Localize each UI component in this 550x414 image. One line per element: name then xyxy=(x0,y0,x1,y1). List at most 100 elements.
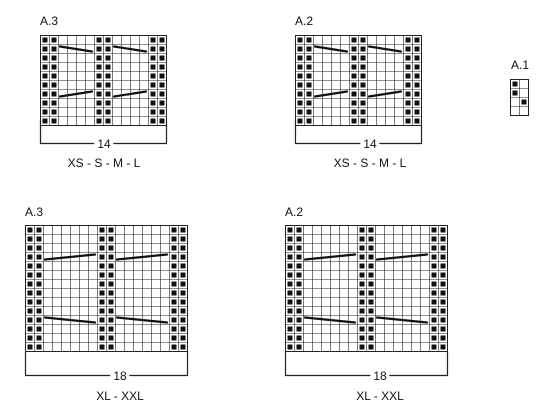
purl-stitch-symbol xyxy=(359,254,365,260)
purl-stitch-symbol xyxy=(180,317,186,323)
purl-stitch-symbol xyxy=(51,118,57,124)
size-range-label-a3-large: XL - XXL xyxy=(93,389,147,403)
purl-stitch-symbol xyxy=(51,64,57,70)
purl-stitch-symbol xyxy=(108,281,114,287)
purl-stitch-symbol xyxy=(359,281,365,287)
purl-stitch-symbol xyxy=(368,335,374,341)
purl-stitch-symbol xyxy=(150,37,156,43)
purl-stitch-symbol xyxy=(180,281,186,287)
purl-stitch-symbol xyxy=(405,37,411,43)
cable-cross-symbol xyxy=(313,90,349,98)
cable-cross-symbol xyxy=(375,253,429,261)
purl-stitch-symbol xyxy=(108,236,114,242)
purl-stitch-symbol xyxy=(105,100,111,106)
purl-stitch-symbol xyxy=(297,82,303,88)
purl-stitch-symbol xyxy=(180,254,186,260)
purl-stitch-symbol xyxy=(405,64,411,70)
purl-stitch-symbol xyxy=(42,91,48,97)
purl-stitch-symbol xyxy=(36,317,42,323)
purl-stitch-symbol xyxy=(359,236,365,242)
purl-stitch-symbol xyxy=(287,308,293,314)
purl-stitch-symbol xyxy=(296,335,302,341)
purl-stitch-symbol xyxy=(99,308,105,314)
purl-stitch-symbol xyxy=(36,326,42,332)
cable-cross-symbol xyxy=(303,253,357,261)
purl-stitch-symbol xyxy=(440,263,446,269)
purl-stitch-symbol xyxy=(368,317,374,323)
purl-stitch-symbol xyxy=(297,64,303,70)
purl-stitch-symbol xyxy=(440,227,446,233)
purl-stitch-symbol xyxy=(99,344,105,350)
purl-stitch-symbol xyxy=(27,344,33,350)
chart-title-a3-small: A.3 xyxy=(40,14,59,28)
purl-stitch-symbol xyxy=(296,245,302,251)
purl-stitch-symbol xyxy=(150,109,156,115)
purl-stitch-symbol xyxy=(512,81,518,87)
purl-stitch-symbol xyxy=(51,82,57,88)
purl-stitch-symbol xyxy=(51,46,57,52)
purl-stitch-symbol xyxy=(36,272,42,278)
purl-stitch-symbol xyxy=(287,344,293,350)
purl-stitch-symbol xyxy=(359,263,365,269)
purl-stitch-symbol xyxy=(306,109,312,115)
cable-cross-symbol xyxy=(303,316,357,324)
purl-stitch-symbol xyxy=(521,99,527,105)
purl-stitch-symbol xyxy=(414,55,420,61)
purl-stitch-symbol xyxy=(306,100,312,106)
purl-stitch-symbol xyxy=(96,109,102,115)
purl-stitch-symbol xyxy=(99,326,105,332)
purl-stitch-symbol xyxy=(287,281,293,287)
purl-stitch-symbol xyxy=(42,64,48,70)
purl-stitch-symbol xyxy=(296,281,302,287)
purl-stitch-symbol xyxy=(431,317,437,323)
purl-stitch-symbol xyxy=(368,263,374,269)
purl-stitch-symbol xyxy=(440,308,446,314)
purl-stitch-symbol xyxy=(51,100,57,106)
purl-stitch-symbol xyxy=(159,73,165,79)
purl-stitch-symbol xyxy=(51,91,57,97)
chart-title-a2-large: A.2 xyxy=(285,205,304,219)
purl-stitch-symbol xyxy=(359,344,365,350)
purl-stitch-symbol xyxy=(171,272,177,278)
purl-stitch-symbol xyxy=(42,82,48,88)
purl-stitch-symbol xyxy=(150,118,156,124)
purl-stitch-symbol xyxy=(306,37,312,43)
purl-stitch-symbol xyxy=(297,37,303,43)
purl-stitch-symbol xyxy=(108,254,114,260)
purl-stitch-symbol xyxy=(96,55,102,61)
purl-stitch-symbol xyxy=(105,118,111,124)
purl-stitch-symbol xyxy=(431,335,437,341)
purl-stitch-symbol xyxy=(431,290,437,296)
purl-stitch-symbol xyxy=(287,272,293,278)
purl-stitch-symbol xyxy=(99,227,105,233)
stitch-count-label-a2-small: 14 xyxy=(360,137,380,151)
purl-stitch-symbol xyxy=(414,91,420,97)
purl-stitch-symbol xyxy=(108,227,114,233)
purl-stitch-symbol xyxy=(108,335,114,341)
purl-stitch-symbol xyxy=(105,91,111,97)
purl-stitch-symbol xyxy=(99,317,105,323)
purl-stitch-symbol xyxy=(27,326,33,332)
purl-stitch-symbol xyxy=(287,254,293,260)
chart-title-a1: A.1 xyxy=(511,58,530,72)
purl-stitch-symbol xyxy=(440,272,446,278)
purl-stitch-symbol xyxy=(27,227,33,233)
stitch-count-label-a2-large: 18 xyxy=(370,369,390,383)
purl-stitch-symbol xyxy=(440,326,446,332)
purl-stitch-symbol xyxy=(159,55,165,61)
purl-stitch-symbol xyxy=(171,344,177,350)
purl-stitch-symbol xyxy=(42,109,48,115)
purl-stitch-symbol xyxy=(27,281,33,287)
purl-stitch-symbol xyxy=(297,55,303,61)
purl-stitch-symbol xyxy=(351,118,357,124)
purl-stitch-symbol xyxy=(359,227,365,233)
purl-stitch-symbol xyxy=(351,46,357,52)
purl-stitch-symbol xyxy=(150,82,156,88)
purl-stitch-symbol xyxy=(105,46,111,52)
purl-stitch-symbol xyxy=(440,245,446,251)
purl-stitch-symbol xyxy=(150,46,156,52)
purl-stitch-symbol xyxy=(351,37,357,43)
purl-stitch-symbol xyxy=(414,73,420,79)
purl-stitch-symbol xyxy=(105,82,111,88)
cable-cross-symbol xyxy=(112,90,148,98)
